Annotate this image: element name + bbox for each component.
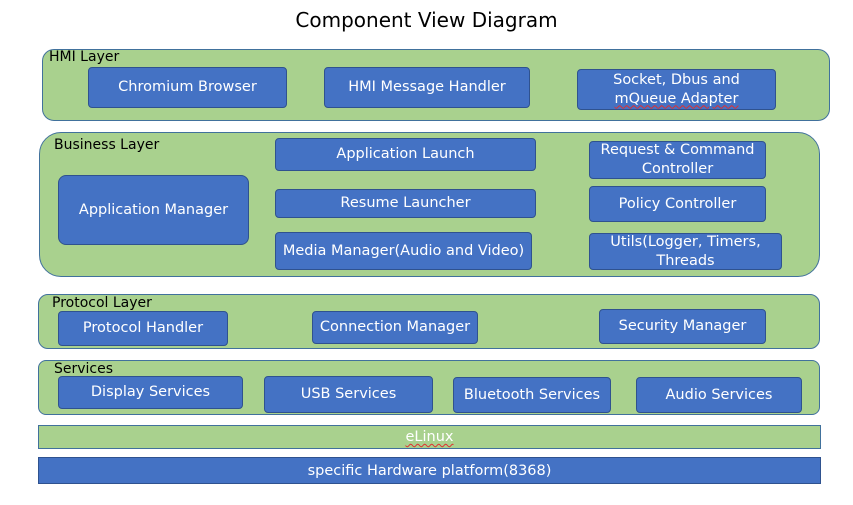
services-layer-label: Services	[54, 361, 114, 377]
application-launch-label: Application Launch	[336, 146, 475, 163]
socket-dbus-adapter-box: Socket, Dbus and mQueue Adapter	[577, 69, 776, 110]
resume-launcher-label: Resume Launcher	[340, 195, 471, 212]
request-command-line1: Request & Command	[600, 142, 755, 159]
policy-controller-label: Policy Controller	[618, 195, 737, 212]
diagram-title: Component View Diagram	[295, 8, 558, 32]
chromium-browser-box: Chromium Browser	[88, 67, 287, 108]
policy-controller-box: Policy Controller	[589, 186, 766, 222]
audio-services-label: Audio Services	[665, 386, 773, 403]
elinux-label: eLinux	[405, 429, 454, 445]
hardware-platform-label: specific Hardware platform(8368)	[307, 462, 552, 479]
bluetooth-services-label: Bluetooth Services	[463, 386, 601, 403]
utils-box: Utils(Logger, Timers, Threads	[589, 233, 782, 270]
connection-manager-label: Connection Manager	[319, 319, 471, 336]
media-manager-label: Media Manager(Audio and Video)	[282, 242, 525, 259]
chromium-browser-label: Chromium Browser	[118, 79, 257, 96]
utils-line1: Utils(Logger, Timers,	[610, 233, 761, 250]
socket-dbus-adapter-line1: Socket, Dbus and	[613, 71, 740, 88]
hmi-layer-label: HMI Layer	[49, 49, 120, 65]
usb-services-label: USB Services	[300, 386, 397, 403]
hmi-message-handler-box: HMI Message Handler	[324, 67, 530, 108]
connection-manager-box: Connection Manager	[312, 311, 478, 344]
hardware-platform-bar: specific Hardware platform(8368)	[38, 457, 821, 484]
business-layer-label: Business Layer	[54, 137, 160, 153]
audio-services-box: Audio Services	[636, 377, 802, 413]
protocol-handler-box: Protocol Handler	[58, 311, 228, 346]
security-manager-label: Security Manager	[618, 318, 747, 335]
hmi-message-handler-label: HMI Message Handler	[348, 79, 506, 96]
display-services-box: Display Services	[58, 376, 243, 409]
application-manager-box: Application Manager	[58, 175, 249, 245]
protocol-layer-label: Protocol Layer	[52, 295, 152, 311]
application-manager-label: Application Manager	[78, 201, 229, 218]
request-command-line2: Controller	[641, 161, 714, 177]
display-services-label: Display Services	[90, 384, 211, 401]
security-manager-box: Security Manager	[599, 309, 766, 344]
elinux-bar: eLinux	[38, 425, 821, 449]
resume-launcher-box: Resume Launcher	[275, 189, 536, 218]
socket-dbus-adapter-line2-text: mQueue Adapter	[614, 90, 739, 107]
usb-services-box: USB Services	[264, 376, 433, 413]
application-launch-box: Application Launch	[275, 138, 536, 171]
media-manager-box: Media Manager(Audio and Video)	[275, 232, 532, 270]
bluetooth-services-box: Bluetooth Services	[453, 377, 611, 413]
socket-dbus-adapter-line2: mQueue Adapter	[615, 90, 739, 109]
protocol-handler-label: Protocol Handler	[82, 320, 204, 337]
request-command-controller-box: Request & Command Controller	[589, 141, 766, 179]
utils-line2: Threads	[656, 252, 715, 269]
